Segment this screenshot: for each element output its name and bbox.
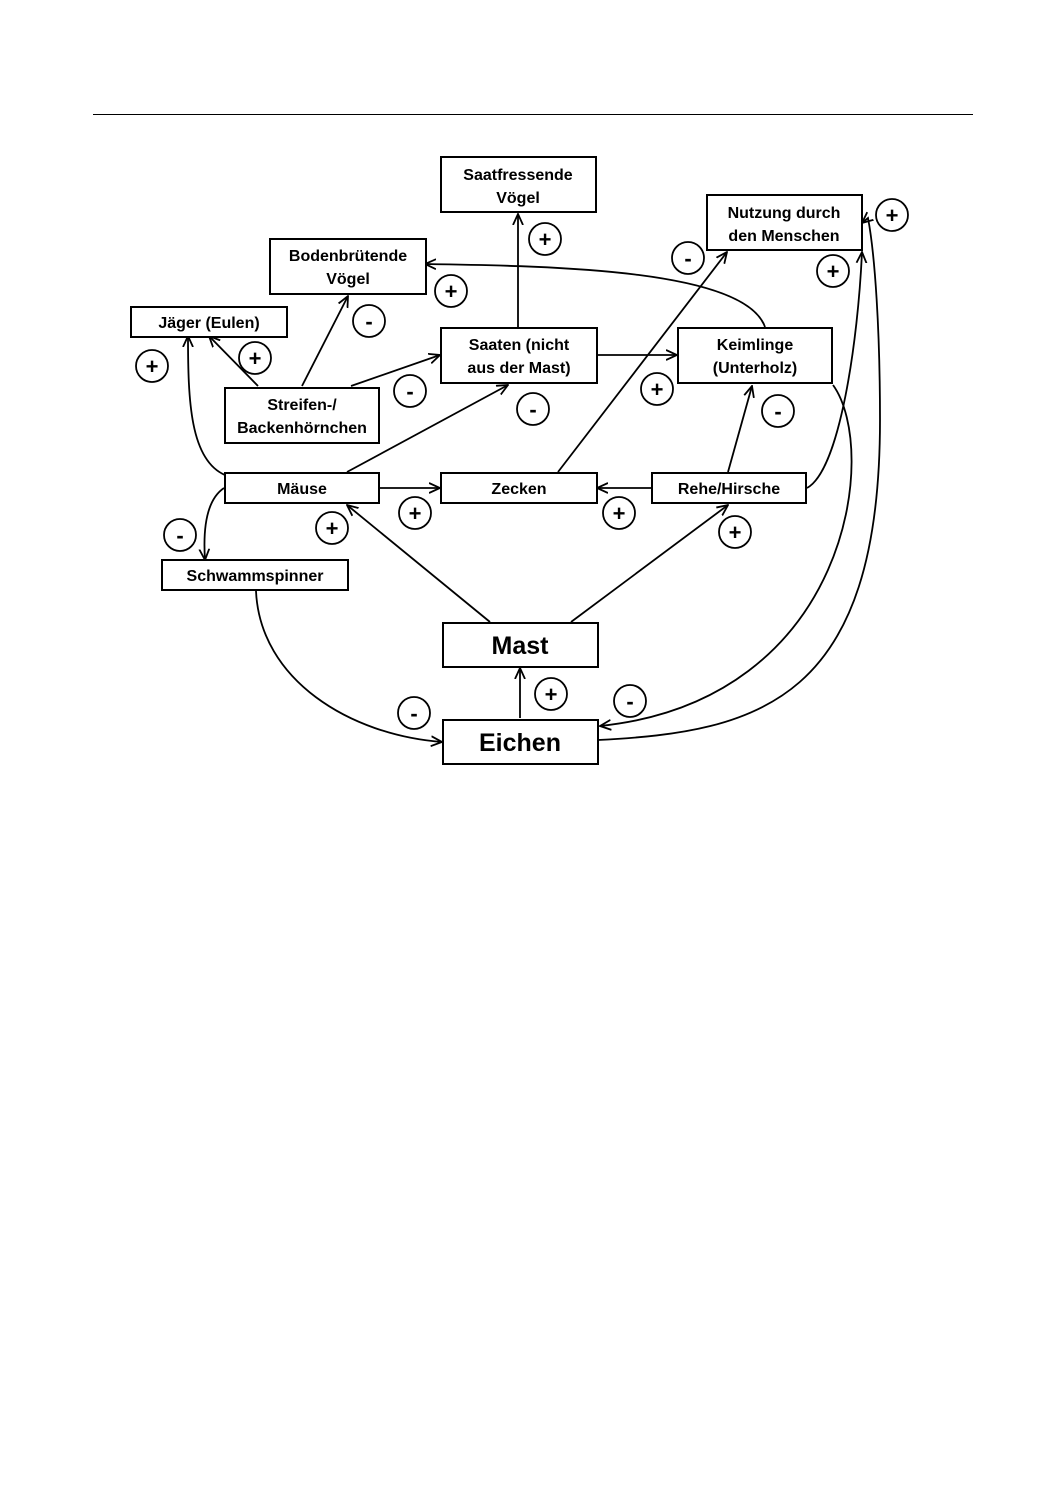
edge-eichen-nutzung [597, 218, 881, 741]
node-streifen-line1: Streifen-/ [267, 397, 337, 414]
sign-badge: - [671, 241, 705, 275]
sign-badge: - [352, 304, 386, 338]
sign-badge: - [761, 394, 795, 428]
sign-badge: + [640, 372, 674, 406]
node-bodenbruetende-line1: Bodenbrütende [289, 248, 407, 265]
node-schwammspinner-label: Schwammspinner [187, 568, 324, 585]
sign-badge: + [875, 198, 909, 232]
sign-badge: - [516, 392, 550, 426]
node-streifen: Streifen-/ Backenhörnchen [224, 387, 380, 444]
node-bodenbruetende-line2: Vögel [326, 271, 370, 288]
node-maeuse: Mäuse [224, 472, 380, 504]
edge-rehe-nutzung [806, 252, 862, 489]
svg-text:+: + [651, 377, 664, 402]
edge-rehe-keimlinge [727, 386, 752, 473]
svg-text:+: + [539, 227, 552, 252]
edge-maeuse-saaten [346, 385, 508, 473]
node-rehe: Rehe/Hirsche [651, 472, 807, 504]
svg-text:+: + [146, 354, 159, 379]
node-zecken-label: Zecken [491, 481, 546, 498]
edge-maeuse-jaeger [188, 336, 226, 476]
svg-text:-: - [406, 379, 413, 404]
sign-badge: + [434, 274, 468, 308]
sign-badge: + [238, 341, 272, 375]
node-nutzung-line2: den Menschen [728, 228, 839, 245]
node-zecken: Zecken [440, 472, 598, 504]
sign-badge: - [397, 696, 431, 730]
node-keimlinge: Keimlinge (Unterholz) [677, 327, 833, 384]
sign-badge: - [393, 374, 427, 408]
node-nutzung-line1: Nutzung durch [728, 205, 841, 222]
svg-text:+: + [445, 279, 458, 304]
edge-streifen-saaten [350, 355, 440, 387]
node-saatfressende-line1: Saatfressende [463, 167, 572, 184]
svg-text:-: - [176, 523, 183, 548]
svg-text:+: + [613, 501, 626, 526]
node-saatfressende: Saatfressende Vögel [440, 156, 597, 213]
sign-badge: + [718, 515, 752, 549]
edge-keimlinge-eichen [600, 384, 853, 726]
node-schwammspinner: Schwammspinner [161, 559, 349, 591]
edge-mast-rehe [570, 505, 728, 623]
sign-badge: - [163, 518, 197, 552]
node-rehe-label: Rehe/Hirsche [678, 481, 780, 498]
svg-text:-: - [626, 689, 633, 714]
svg-text:-: - [684, 246, 691, 271]
svg-text:-: - [529, 397, 536, 422]
sign-badge: + [315, 511, 349, 545]
edges [188, 214, 881, 742]
sign-badge: + [602, 496, 636, 530]
node-saatfressende-line2: Vögel [496, 190, 540, 207]
sign-badge: + [534, 677, 568, 711]
edge-streifen-bodenbruetende [301, 296, 348, 387]
node-mast: Mast [442, 622, 599, 668]
edge-mast-maeuse [347, 505, 491, 623]
svg-text:+: + [409, 501, 422, 526]
edge-zecken-nutzung [557, 252, 727, 473]
node-keimlinge-line2: (Unterholz) [713, 360, 797, 377]
svg-text:+: + [545, 682, 558, 707]
sign-badge: + [816, 254, 850, 288]
node-saaten: Saaten (nicht aus der Mast) [440, 327, 598, 384]
sign-badge: - [613, 684, 647, 718]
edge-streifen-jaeger [209, 336, 259, 387]
svg-text:-: - [365, 309, 372, 334]
svg-text:-: - [410, 701, 417, 726]
node-nutzung: Nutzung durch den Menschen [706, 194, 863, 251]
node-maeuse-label: Mäuse [277, 481, 327, 498]
node-bodenbruetende: Bodenbrütende Vögel [269, 238, 427, 295]
edge-schwammspinner-eichen [255, 590, 442, 742]
node-streifen-line2: Backenhörnchen [237, 420, 367, 437]
svg-text:-: - [774, 399, 781, 424]
svg-text:+: + [886, 203, 899, 228]
node-eichen: Eichen [442, 719, 599, 765]
sign-badge: + [135, 349, 169, 383]
node-jaeger: Jäger (Eulen) [130, 306, 288, 338]
node-saaten-line2: aus der Mast) [467, 360, 570, 377]
svg-text:+: + [249, 346, 262, 371]
node-jaeger-label: Jäger (Eulen) [158, 315, 259, 332]
node-mast-label: Mast [492, 632, 550, 660]
edge-maeuse-schwammspinner [204, 487, 225, 560]
svg-text:+: + [827, 259, 840, 284]
svg-text:+: + [326, 516, 339, 541]
node-saaten-line1: Saaten (nicht [469, 337, 570, 354]
sign-badge: + [528, 222, 562, 256]
node-keimlinge-line1: Keimlinge [717, 337, 794, 354]
node-eichen-label: Eichen [479, 729, 561, 757]
edge-keimlinge-bodenbruetende [425, 264, 766, 328]
header-rule [93, 114, 973, 115]
sign-badge: + [398, 496, 432, 530]
svg-text:+: + [729, 520, 742, 545]
